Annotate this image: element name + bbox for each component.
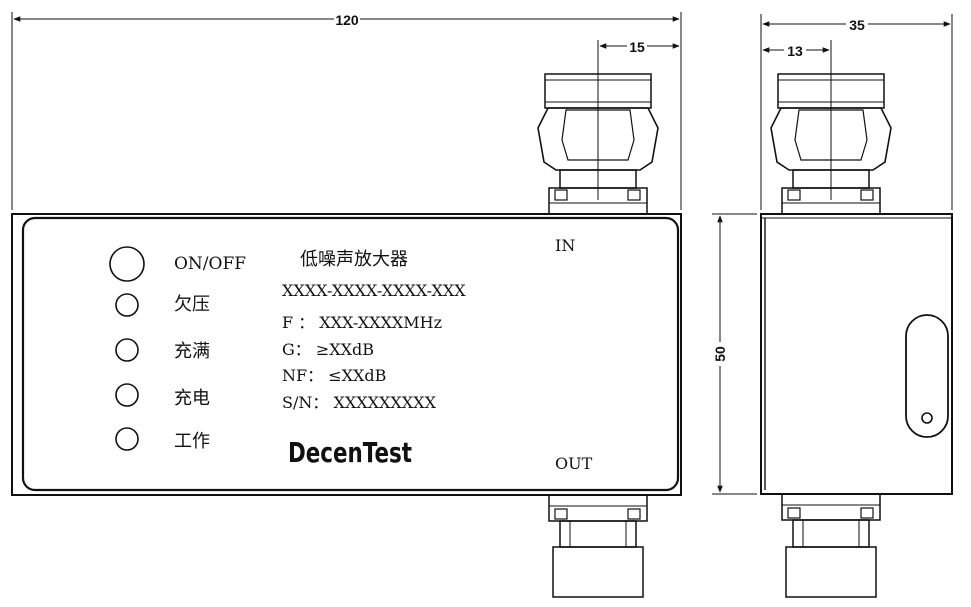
threaded-barrel: [785, 546, 877, 598]
indicator-label-power: ON/OFF: [174, 254, 246, 274]
hex-nut: [537, 107, 659, 171]
connector-flange: [781, 493, 881, 521]
model-number: XXXX-XXXX-XXXX-XXX: [282, 281, 466, 300]
output-connector: [548, 494, 648, 598]
front-panel-face: [21, 216, 680, 492]
side-slot: [905, 314, 949, 438]
dimension-label-height: 50: [712, 346, 728, 362]
spec-gain: G： ≥XXdB: [282, 340, 374, 359]
hex-nut: [770, 107, 892, 171]
indicator-label-undervoltage: 欠压: [174, 294, 210, 315]
indicator-undervoltage-circle: [115, 293, 139, 317]
dimension-label-side-width: 35: [849, 17, 865, 33]
dimension-height: 50: [711, 213, 757, 495]
indicator-charging-circle: [115, 383, 139, 407]
brand-logo: DecenTest: [288, 436, 412, 469]
side-output-connector: [781, 493, 881, 598]
port-label-in: IN: [555, 236, 575, 255]
spec-noise-figure: NF： ≤XXdB: [282, 366, 386, 385]
connector-flange: [548, 494, 648, 522]
dimension-connector-offset: 15: [597, 37, 680, 200]
dimension-label-connector-offset: 15: [629, 39, 645, 55]
threaded-barrel: [552, 546, 644, 598]
side-body-outline: [760, 213, 953, 495]
dimension-side-offset: 13: [762, 40, 832, 200]
indicator-label-working: 工作: [174, 431, 210, 452]
indicator-full-circle: [115, 338, 139, 362]
indicator-label-charging: 充电: [174, 388, 210, 409]
front-view: ON/OFF 欠压 充满 充电 工作 低噪声放大器 XXXX-XXXX-XXXX…: [11, 10, 682, 598]
dimension-side-width: 35: [760, 14, 953, 210]
side-screw-icon: [921, 412, 933, 424]
front-body-outline: [11, 213, 682, 496]
port-label-out: OUT: [555, 454, 593, 473]
dimension-label-side-offset: 13: [787, 43, 803, 59]
dimension-label-length: 120: [335, 12, 359, 28]
product-title: 低噪声放大器: [300, 249, 408, 270]
dimension-total-length: 120: [11, 10, 682, 210]
spec-signal-noise: S/N： XXXXXXXXX: [282, 393, 437, 412]
indicator-label-full: 充满: [174, 341, 210, 362]
indicator-power-circle: [109, 246, 145, 282]
spec-frequency: F ： XXX-XXXXMHz: [282, 313, 442, 332]
indicator-working-circle: [115, 427, 139, 451]
side-view: 35 13 50: [711, 14, 953, 598]
